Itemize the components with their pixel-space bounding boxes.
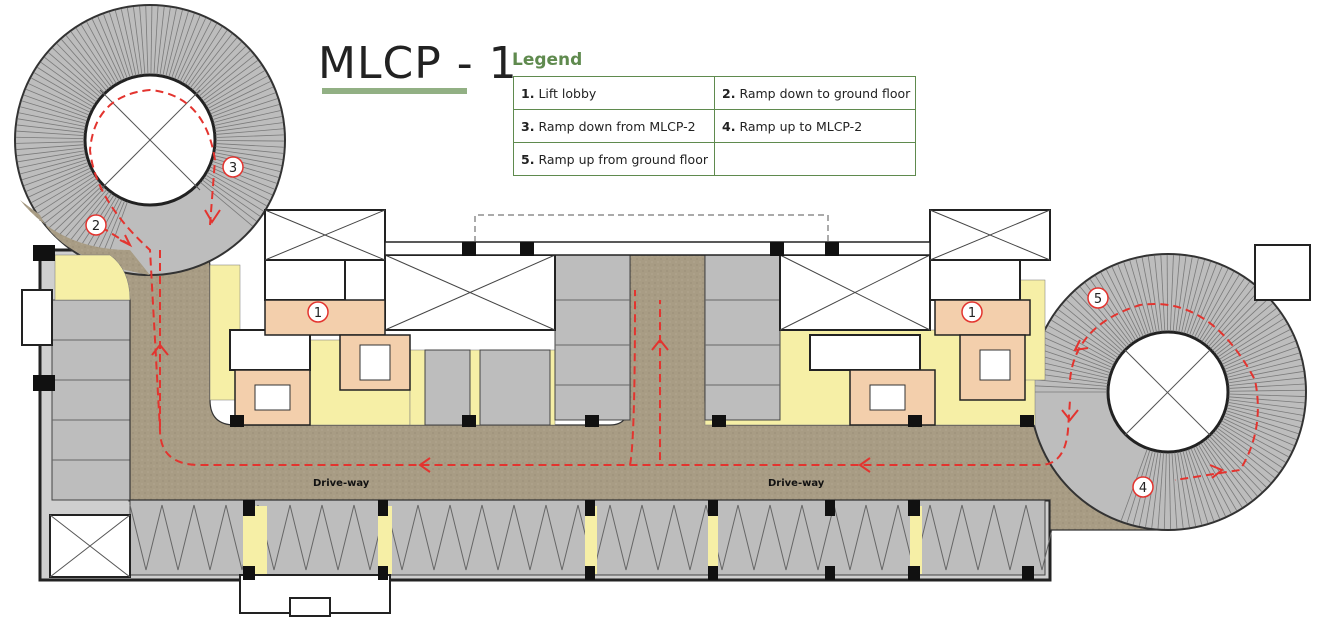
marker-label: 3 [229, 161, 237, 176]
legend-item: 3. Ramp down from MLCP-2 [513, 109, 715, 143]
lift-lobby-right [934, 299, 1031, 336]
legend-item: 5. Ramp up from ground floor [513, 142, 715, 176]
marker-label: 1 [968, 306, 976, 321]
ramp-left [14, 4, 286, 276]
legend-table: 1. Lift lobby 2. Ramp down to ground flo… [513, 76, 916, 176]
legend-item: 2. Ramp down to ground floor [714, 76, 916, 110]
driveway-label: Drive-way [768, 478, 825, 489]
marker-label: 4 [1139, 481, 1147, 496]
marker-1: 1 [961, 301, 983, 323]
marker-5: 5 [1087, 287, 1109, 309]
legend-item-empty [714, 142, 916, 176]
driveway-label: Drive-way [313, 478, 370, 489]
title-underline [322, 88, 467, 94]
legend-heading: Legend [512, 50, 583, 70]
marker-4: 4 [1132, 476, 1154, 498]
marker-label: 1 [314, 306, 322, 321]
legend-item: 4. Ramp up to MLCP-2 [714, 109, 916, 143]
marker-3: 3 [222, 156, 244, 178]
ramp-right [1029, 253, 1307, 531]
parking-bays-left [51, 299, 131, 501]
marker-label: 5 [1094, 292, 1102, 307]
marker-2: 2 [85, 214, 107, 236]
marker-label: 2 [92, 219, 100, 234]
marker-1: 1 [307, 301, 329, 323]
legend-item: 1. Lift lobby [513, 76, 715, 110]
page-title: MLCP - 1 [318, 38, 518, 89]
